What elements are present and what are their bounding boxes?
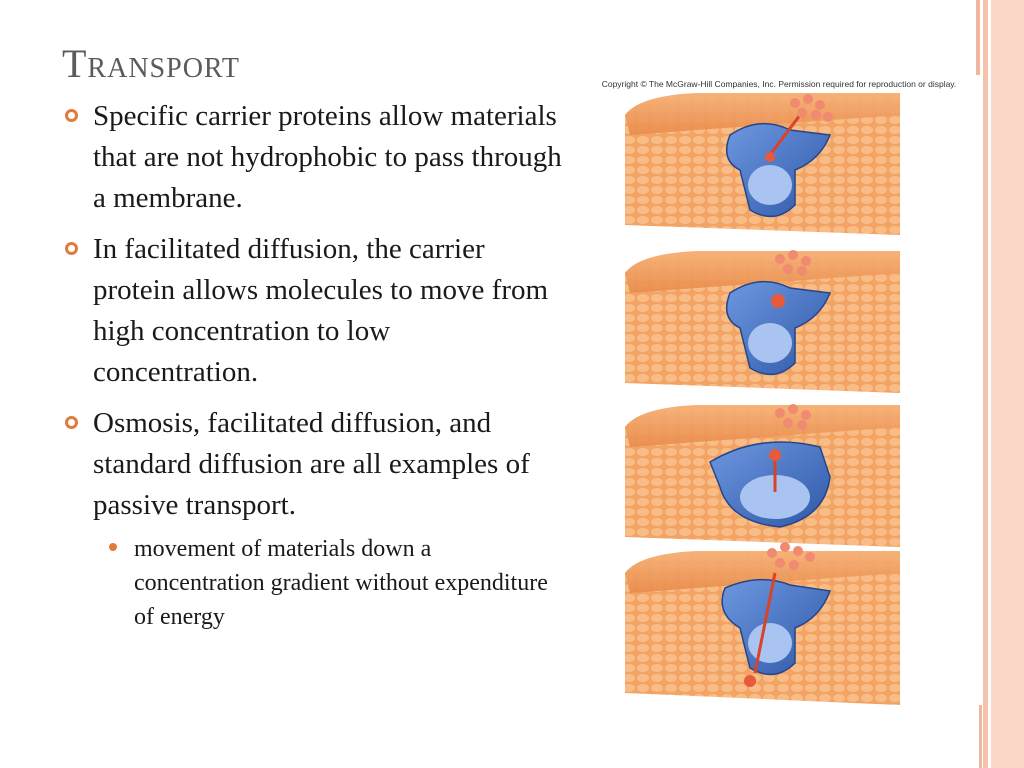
sub-bullet-text: movement of materials down a concentrati… [134,536,548,630]
panel-1 [625,93,900,235]
panel-4 [625,542,900,705]
bullet-text: In facilitated diffusion, the carrier pr… [93,233,549,388]
bullet-item: Specific carrier proteins allow material… [62,96,562,219]
bullet-dot-icon [109,543,117,551]
bullet-item: In facilitated diffusion, the carrier pr… [62,229,562,393]
decor-stripe [976,0,980,75]
bullet-text: Specific carrier proteins allow material… [93,100,562,214]
panel-2 [625,250,900,393]
bullet-ring-icon [65,109,78,122]
membrane-carrier-protein-illustration-icon [625,93,900,705]
bullet-text: Osmosis, facilitated diffusion, and stan… [93,407,530,521]
bullet-item: Osmosis, facilitated diffusion, and stan… [62,403,562,526]
copyright-notice: Copyright © The McGraw-Hill Companies, I… [601,79,957,89]
bullet-ring-icon [65,416,78,429]
bullet-list: Specific carrier proteins allow material… [62,96,562,634]
decor-stripe [991,0,1024,768]
sub-bullet-item: movement of materials down a concentrati… [62,532,562,634]
slide-title: Transport [62,41,241,86]
bullet-ring-icon [65,242,78,255]
membrane-transport-figure: Copyright © The McGraw-Hill Companies, I… [580,75,978,705]
decor-stripe [983,0,988,768]
panel-3 [625,404,900,547]
decor-stripe [979,705,982,768]
